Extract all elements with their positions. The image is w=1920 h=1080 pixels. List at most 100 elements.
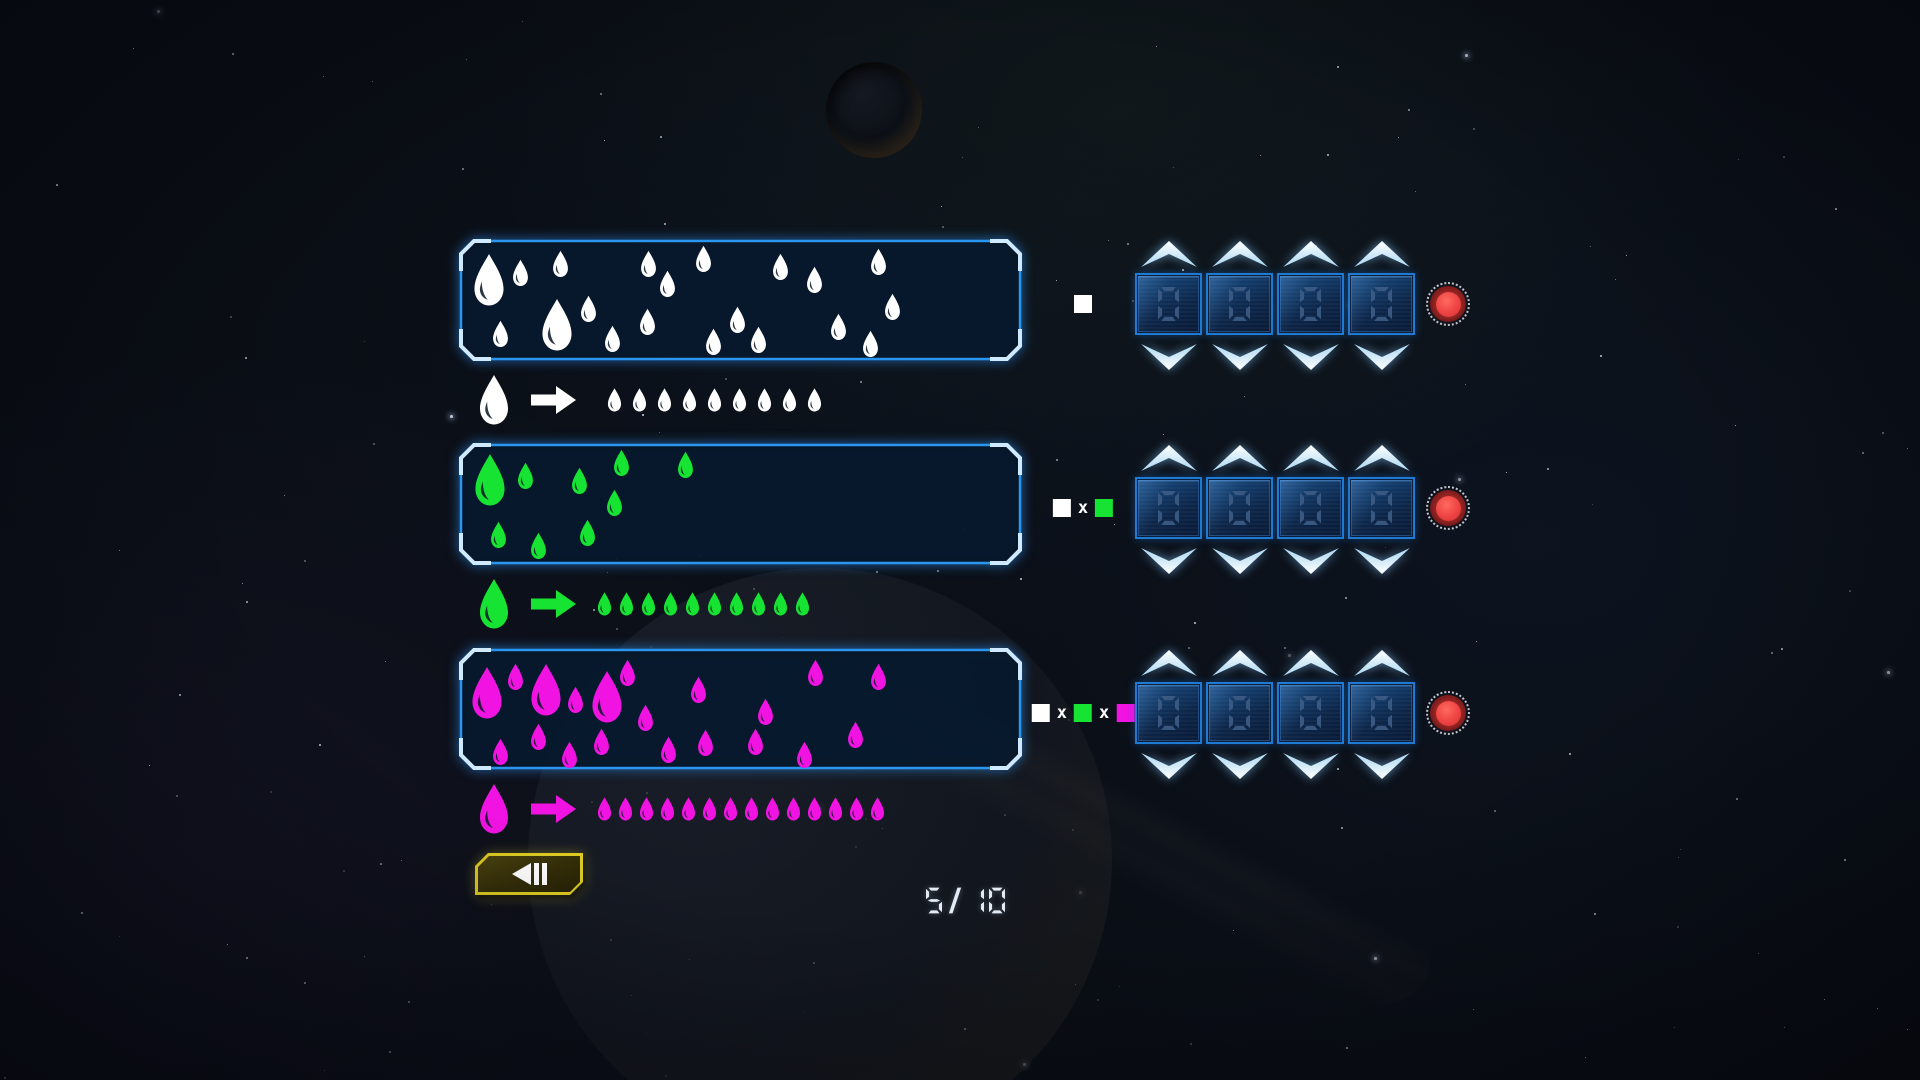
digit-box xyxy=(1277,273,1344,335)
star xyxy=(1626,255,1628,257)
legend-small-drop xyxy=(641,591,656,617)
stepper-up-button[interactable] xyxy=(1283,650,1339,676)
stepper-column xyxy=(1206,650,1273,779)
star xyxy=(324,1070,326,1072)
confirm-button[interactable] xyxy=(1426,691,1470,735)
legend-small-drop xyxy=(729,591,744,617)
star xyxy=(1600,355,1603,358)
counter-digit xyxy=(968,887,984,918)
stepper-up-button[interactable] xyxy=(1354,241,1410,267)
stepper-up-button[interactable] xyxy=(1141,445,1197,471)
stepper-up-button[interactable] xyxy=(1283,445,1339,471)
small-drop xyxy=(705,328,722,356)
unit-square-green xyxy=(1095,499,1114,517)
star xyxy=(1680,849,1682,851)
confirm-button[interactable] xyxy=(1426,282,1470,326)
stepper-down-button[interactable] xyxy=(1283,548,1339,574)
stepper-up-button[interactable] xyxy=(1212,650,1268,676)
star xyxy=(323,76,325,78)
counter-digit xyxy=(947,887,963,918)
digit-box xyxy=(1277,682,1344,744)
star xyxy=(466,59,468,61)
stepper-down-button[interactable] xyxy=(1141,344,1197,370)
counter-digit xyxy=(989,887,1005,918)
legend-equals-arrow-icon xyxy=(530,794,578,824)
stepper-down-button[interactable] xyxy=(1283,344,1339,370)
small-drop xyxy=(606,489,623,517)
multiply-symbol: x xyxy=(1099,702,1110,723)
small-drop xyxy=(862,330,879,358)
small-drop xyxy=(660,736,677,764)
legend-small-drop xyxy=(707,387,722,413)
legend-small-drop xyxy=(632,387,647,413)
stepper-down-button[interactable] xyxy=(1141,753,1197,779)
digit-box xyxy=(1135,273,1202,335)
legend-small-drop xyxy=(744,796,759,822)
small-drop xyxy=(830,313,847,341)
stepper-down-button[interactable] xyxy=(1212,344,1268,370)
digit-stepper xyxy=(1135,445,1415,574)
small-drop xyxy=(677,451,694,479)
star xyxy=(1233,930,1235,932)
confirm-light-core xyxy=(1435,700,1461,726)
stepper-column xyxy=(1277,650,1344,779)
legend-small-drop xyxy=(807,796,822,822)
legend-small-drop xyxy=(639,796,654,822)
star xyxy=(1327,154,1330,157)
star xyxy=(1887,671,1890,674)
small-drop xyxy=(637,704,654,732)
drop-panel xyxy=(459,648,1022,770)
digit-box xyxy=(1277,477,1344,539)
stepper-up-button[interactable] xyxy=(1212,445,1268,471)
small-drop xyxy=(695,245,712,273)
legend-small-drops xyxy=(597,796,885,822)
star xyxy=(179,694,181,696)
big-drop xyxy=(472,253,506,307)
stepper-up-button[interactable] xyxy=(1141,650,1197,676)
stepper-up-button[interactable] xyxy=(1354,650,1410,676)
legend-equals-arrow-icon xyxy=(530,385,578,415)
puzzle-row-green: x xyxy=(459,443,1470,653)
star xyxy=(978,127,979,128)
star xyxy=(491,904,493,906)
stepper-down-button[interactable] xyxy=(1354,548,1410,574)
star xyxy=(1119,986,1121,988)
stepper-up-button[interactable] xyxy=(1354,445,1410,471)
confirm-button[interactable] xyxy=(1426,486,1470,530)
star xyxy=(319,744,322,747)
stepper-down-button[interactable] xyxy=(1212,753,1268,779)
star xyxy=(1783,156,1785,158)
stepper-up-button[interactable] xyxy=(1141,241,1197,267)
stepper-up-button[interactable] xyxy=(1283,241,1339,267)
unit-square-white xyxy=(1052,499,1071,517)
stepper-down-button[interactable] xyxy=(1212,548,1268,574)
star xyxy=(380,863,382,865)
star xyxy=(1465,54,1468,57)
star xyxy=(1569,753,1572,756)
digit-box xyxy=(1206,682,1273,744)
legend-small-drop xyxy=(773,591,788,617)
star xyxy=(1408,109,1410,111)
multiply-symbol: x xyxy=(1077,497,1089,518)
star xyxy=(1473,128,1476,131)
stepper-down-button[interactable] xyxy=(1354,344,1410,370)
stepper-down-button[interactable] xyxy=(1283,753,1339,779)
digit-box xyxy=(1206,477,1273,539)
star xyxy=(604,140,606,142)
digit-box xyxy=(1348,477,1415,539)
confirm-light-ring xyxy=(1430,490,1466,526)
small-drop xyxy=(796,741,813,769)
legend-small-drop xyxy=(723,796,738,822)
star xyxy=(149,765,150,766)
legend-small-drop xyxy=(849,796,864,822)
stepper-down-button[interactable] xyxy=(1354,753,1410,779)
back-button[interactable] xyxy=(475,853,583,895)
stepper-column xyxy=(1206,241,1273,370)
stepper-up-button[interactable] xyxy=(1212,241,1268,267)
star xyxy=(389,1051,391,1053)
stepper-down-button[interactable] xyxy=(1141,548,1197,574)
star xyxy=(462,168,464,170)
